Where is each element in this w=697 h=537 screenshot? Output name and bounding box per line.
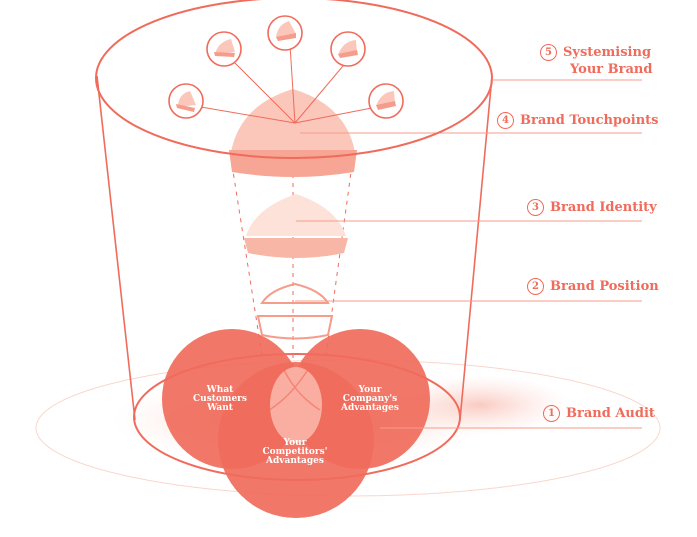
level-number: 3 [527,199,544,216]
venn-customers-text: What Customers Want [175,386,265,413]
cup-right-side [459,75,493,421]
touchpoint-node-5 [368,83,404,119]
guide-left [231,164,263,356]
venn-line: Your [358,385,382,395]
brand-identity-band [244,238,348,258]
touchpoint-spokes [194,44,383,124]
venn-line: Advantages [266,456,324,466]
touchpoint-node-2 [206,31,242,67]
cup-left-side [96,75,136,421]
label-brand-audit: 1 Brand Audit [543,405,655,422]
brand-identity-dome [246,194,346,236]
venn-line: Company's [342,394,398,404]
venn-line: What [206,385,234,395]
level-number: 2 [527,278,544,295]
label-line2: Your Brand [570,62,653,77]
label-text: Brand Touchpoints [520,113,659,128]
label-brand-touchpoints: 4 Brand Touchpoints [497,112,658,129]
level-number: 5 [540,44,557,61]
level-number: 4 [497,112,514,129]
venn-competitors-text: Your Competitors' Advantages [250,439,340,466]
label-text: Brand Identity [550,200,657,215]
label-brand-position: 2 Brand Position [527,278,659,295]
venn-line: Competitors' [262,447,328,457]
touchpoint-node-3 [267,15,303,51]
venn-line: Advantages [341,403,399,413]
venn-line: Want [207,403,233,413]
floor-shadow-right [390,375,570,435]
brand-position-band [256,315,334,340]
brand-position-dome [260,282,330,304]
label-systemising-line2: Your Brand [570,62,652,78]
touchpoint-node-4 [330,31,366,67]
venn-line: Your [283,438,307,448]
touchpoint-node-1 [168,83,204,119]
touchpoints-band [229,150,357,177]
level-number: 1 [543,405,560,422]
label-systemising: 5 Systemising [540,44,651,61]
label-text: Brand Audit [566,406,655,421]
label-line1: Systemising [563,45,652,60]
venn-company-text: Your Company's Advantages [325,386,415,413]
label-brand-identity: 3 Brand Identity [527,199,657,216]
venn-overlap-outline [265,367,321,413]
venn-line: Customers [193,394,247,404]
venn-center-overlap [270,367,322,443]
label-text: Brand Position [550,279,659,294]
cup-top-rim [95,0,493,159]
